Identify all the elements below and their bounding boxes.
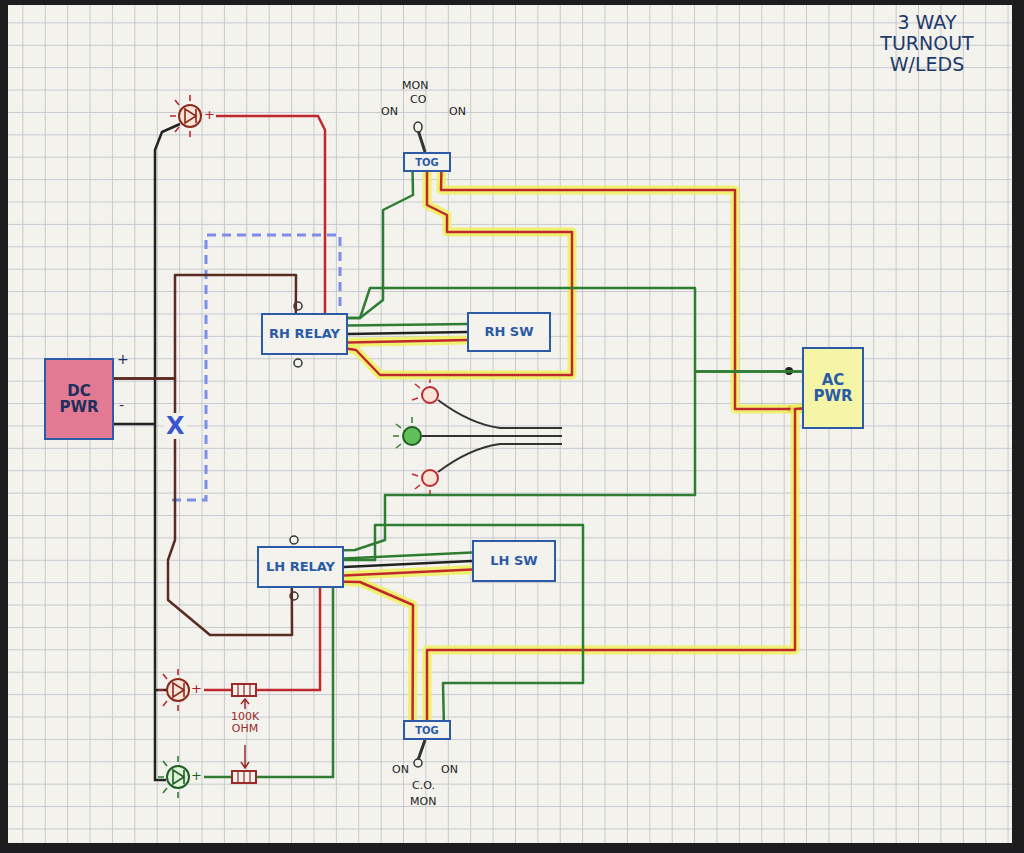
wire-label: 100K OHM <box>218 711 272 735</box>
switch-box: LH SW <box>472 540 556 582</box>
wire-label: C.O. <box>412 780 435 792</box>
wire-highlight <box>344 582 413 720</box>
toggle-switch: TOG <box>403 720 451 740</box>
turnout-symbol <box>393 378 562 495</box>
wire-connector <box>344 582 413 720</box>
terminal <box>294 359 302 367</box>
wire-label: + <box>191 769 202 783</box>
wire-label: + <box>117 352 129 367</box>
wire-label: ON <box>441 764 458 776</box>
resistor-symbol <box>232 684 256 696</box>
wire-label: ON <box>392 764 409 776</box>
wire-connector <box>348 340 467 342</box>
wire-label: - <box>119 398 124 413</box>
relay-box: LH RELAY <box>257 546 344 588</box>
wire-label: + <box>191 682 202 696</box>
power-supply: DC PWR <box>44 358 114 440</box>
node-label: DC PWR <box>49 383 109 416</box>
wire-connector <box>114 379 292 636</box>
toggle-lever <box>418 740 425 760</box>
wire-connector <box>344 553 472 559</box>
wire-highlight <box>344 569 472 575</box>
wire-label: CO <box>410 94 426 106</box>
led-symbol <box>158 756 189 798</box>
wire-highlight <box>427 409 802 721</box>
toggle-lever <box>418 130 425 152</box>
wire-label: MON <box>410 796 436 808</box>
node-label: TOG <box>408 157 446 168</box>
wire-connector <box>348 288 802 372</box>
led-symbol <box>170 95 201 137</box>
toggle-switch: TOG <box>403 152 451 172</box>
node-label: LH SW <box>477 554 551 568</box>
led-wire <box>204 588 320 690</box>
node-label: TOG <box>408 725 446 736</box>
node-label: RH RELAY <box>266 327 343 341</box>
wire-label: ON <box>381 106 398 118</box>
resistor-symbol <box>232 771 256 783</box>
node-label: AC PWR <box>807 372 859 405</box>
wire-connector <box>348 324 467 326</box>
wire-connector <box>344 525 583 720</box>
wire-connector <box>344 372 802 551</box>
wire-connector <box>348 332 467 334</box>
node-label: LH RELAY <box>262 560 339 574</box>
toggle-lever <box>414 759 422 767</box>
wire-label: ON <box>449 106 466 118</box>
wire-connector <box>348 172 413 318</box>
wire-label: MON <box>402 80 428 92</box>
terminal <box>290 536 298 544</box>
node-label: RH SW <box>472 325 546 339</box>
led-symbol <box>158 669 189 711</box>
wire-connector <box>348 172 572 375</box>
power-supply: AC PWR <box>802 347 864 429</box>
wire-connector <box>344 569 472 575</box>
wire-highlight <box>348 340 467 342</box>
dc-negative-wire <box>113 423 155 426</box>
led-wire <box>204 588 333 777</box>
relay-box: RH RELAY <box>261 313 348 355</box>
wire-label: X <box>164 413 187 439</box>
toggle-lever <box>414 122 422 132</box>
wire-label: + <box>204 108 215 122</box>
switch-box: RH SW <box>467 312 551 352</box>
wire-highlight <box>348 172 572 375</box>
diagram-title: 3 WAY TURNOUT W/LEDS <box>866 12 988 75</box>
led-wire <box>216 116 325 313</box>
wire-connector <box>427 409 802 721</box>
